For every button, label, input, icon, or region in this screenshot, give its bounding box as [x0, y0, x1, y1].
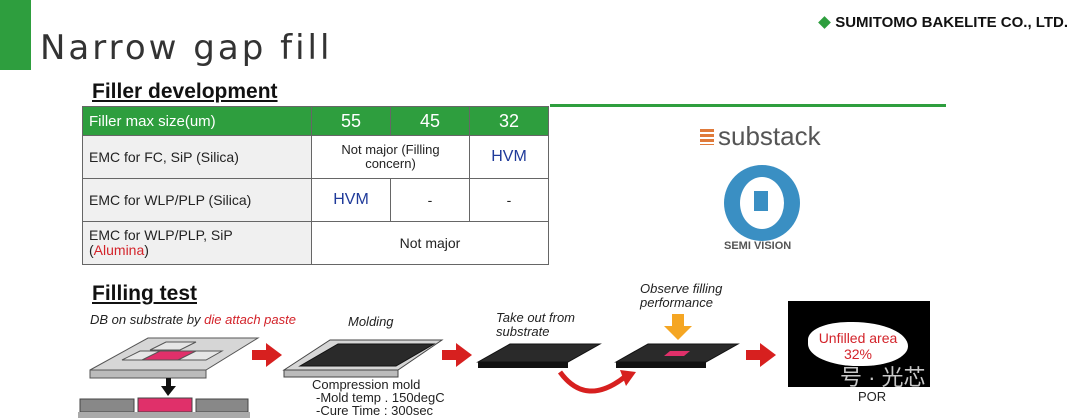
title-accent-bar [0, 0, 31, 70]
unfilled-area-blob [808, 322, 908, 366]
company-logo: SUMITOMO BAKELITE CO., LTD. [818, 14, 1068, 31]
semi-vision-text: SEMI VISION [724, 240, 792, 252]
row-label: EMC for WLP/PLP (Silica) [82, 178, 312, 222]
die-attach-label: die attach paste [204, 312, 296, 327]
hvm-cell: HVM [469, 135, 549, 179]
db-caption-prefix: DB on substrate by [90, 312, 205, 327]
comp-line-3: -Cure Time : 300sec [316, 403, 434, 418]
filler-development-heading: Filler development [92, 80, 278, 103]
unfilled-area-label: Unfilled area 32% [806, 330, 910, 362]
semi-vision-mark [754, 191, 768, 211]
substack-icon [700, 128, 714, 145]
substrate-step [89, 337, 260, 379]
comp-line-2: -Mold temp . 150degC [316, 390, 445, 405]
row-label: EMC for FC, SiP (Silica) [82, 135, 312, 179]
table-header-row: Filler max size(um) 55 45 32 [82, 106, 549, 136]
merged-cell: Not major (Filling concern) [311, 135, 470, 179]
observe-caption: Observe filling performance [640, 282, 722, 310]
arrow-right-icon [252, 343, 282, 367]
header-label: Filler max size(um) [82, 106, 312, 136]
por-label: POR [858, 389, 887, 404]
package-observed [614, 343, 740, 368]
table-row: EMC for WLP/PLP, SiP (Alumina) Not major [82, 221, 549, 265]
substack-logo: substack [700, 121, 821, 152]
take-out-caption: Take out from substrate [496, 311, 575, 339]
comp-line-1: Compression mold [312, 377, 421, 392]
molded-panel [282, 339, 444, 378]
arrow-right-icon [442, 343, 472, 367]
size-32: 32 [469, 106, 549, 136]
paren-open: ( [89, 242, 94, 258]
curved-arrow-icon [557, 370, 636, 394]
observe-line-1: Observe filling [640, 281, 723, 296]
substack-text: substack [718, 121, 821, 151]
db-caption: DB on substrate by die attach paste [90, 312, 296, 327]
cross-section [78, 397, 250, 418]
orange-down-arrow-icon [664, 314, 692, 340]
arrow-right-icon [746, 343, 776, 367]
filling-test-heading: Filling test [92, 282, 197, 305]
take-out-line-2: substrate [496, 324, 550, 339]
unfilled-percent: 32% [843, 346, 873, 362]
merged-cell: Not major [311, 221, 549, 265]
table-row: EMC for WLP/PLP (Silica) HVM - - [82, 178, 549, 222]
hvm-cell: HVM [311, 178, 391, 222]
row-label-main: EMC for WLP/PLP, SiP [89, 227, 233, 243]
unfilled-line-1: Unfilled area [818, 330, 898, 346]
size-45: 45 [390, 106, 470, 136]
package-removed [476, 343, 602, 368]
paren-close: ) [144, 242, 149, 258]
filler-table: Filler max size(um) 55 45 32 EMC for FC,… [82, 106, 549, 265]
molding-caption: Molding [348, 314, 394, 329]
semi-vision-logo [724, 165, 800, 241]
page-title: Narrow gap fill [40, 28, 333, 68]
dash-cell: - [469, 178, 549, 222]
down-arrow-icon [161, 378, 176, 396]
row-label: EMC for WLP/PLP, SiP (Alumina) [82, 221, 312, 265]
green-divider [550, 104, 946, 107]
compression-mold-notes: Compression mold -Mold temp . 150degC -C… [312, 378, 445, 417]
alumina-label: Alumina [93, 242, 145, 258]
company-name: SUMITOMO BAKELITE CO., LTD. [835, 14, 1068, 31]
take-out-line-1: Take out from [496, 310, 576, 325]
table-row: EMC for FC, SiP (Silica) Not major (Fill… [82, 135, 549, 179]
observe-line-2: performance [640, 295, 713, 310]
watermark: 号 · 光芯 [840, 365, 926, 390]
